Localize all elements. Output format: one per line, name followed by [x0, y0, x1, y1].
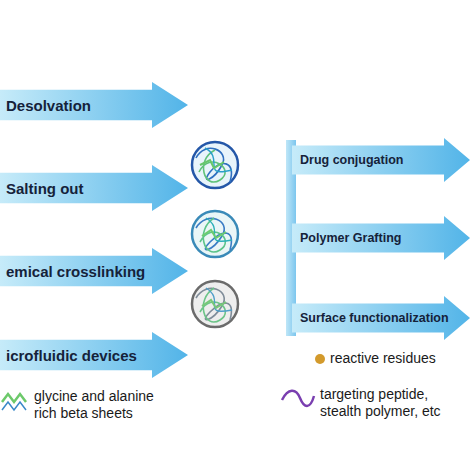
arrow-body [0, 82, 188, 128]
arrow-label: Surface functionalization [300, 311, 449, 325]
process-arrow: emical crosslinking [0, 248, 188, 294]
nanoparticle [192, 211, 238, 257]
arrow-body [0, 332, 188, 378]
legend-swatch [315, 354, 325, 364]
process-arrow: Polymer Grafting [292, 216, 470, 260]
nanoparticle [192, 142, 238, 188]
arrow-label: emical crosslinking [6, 263, 145, 280]
beta-sheet-sample [2, 402, 26, 410]
legend-item: reactive residues [330, 350, 470, 367]
nanoparticle [192, 281, 238, 327]
arrow-label: Salting out [6, 180, 84, 197]
arrow-label: Polymer Grafting [300, 231, 401, 245]
arrow-label: Desolvation [6, 97, 91, 114]
legend-label: reactive residues [330, 350, 470, 367]
legend-label: glycine and alanine rich beta sheets [34, 388, 179, 422]
process-arrow: Drug conjugation [292, 138, 470, 182]
beta-sheet-sample [2, 394, 26, 402]
legend-item: targeting peptide, stealth polymer, etc [320, 386, 470, 420]
arrow-label: Drug conjugation [300, 153, 403, 167]
legend-label: targeting peptide, stealth polymer, etc [320, 386, 470, 420]
arrow-body [292, 138, 470, 182]
arrow-body [292, 216, 470, 260]
process-arrow: icrofluidic devices [0, 332, 188, 378]
process-arrow: Salting out [0, 165, 188, 211]
arrow-body [0, 248, 188, 294]
arrow-body [0, 165, 188, 211]
arrow-label: icrofluidic devices [6, 347, 137, 364]
process-arrow: Surface functionalization [292, 296, 470, 340]
process-arrow: Desolvation [0, 82, 188, 128]
peptide-sample [282, 391, 314, 406]
arrow-body [292, 296, 470, 340]
legend-item: glycine and alanine rich beta sheets [34, 388, 179, 422]
